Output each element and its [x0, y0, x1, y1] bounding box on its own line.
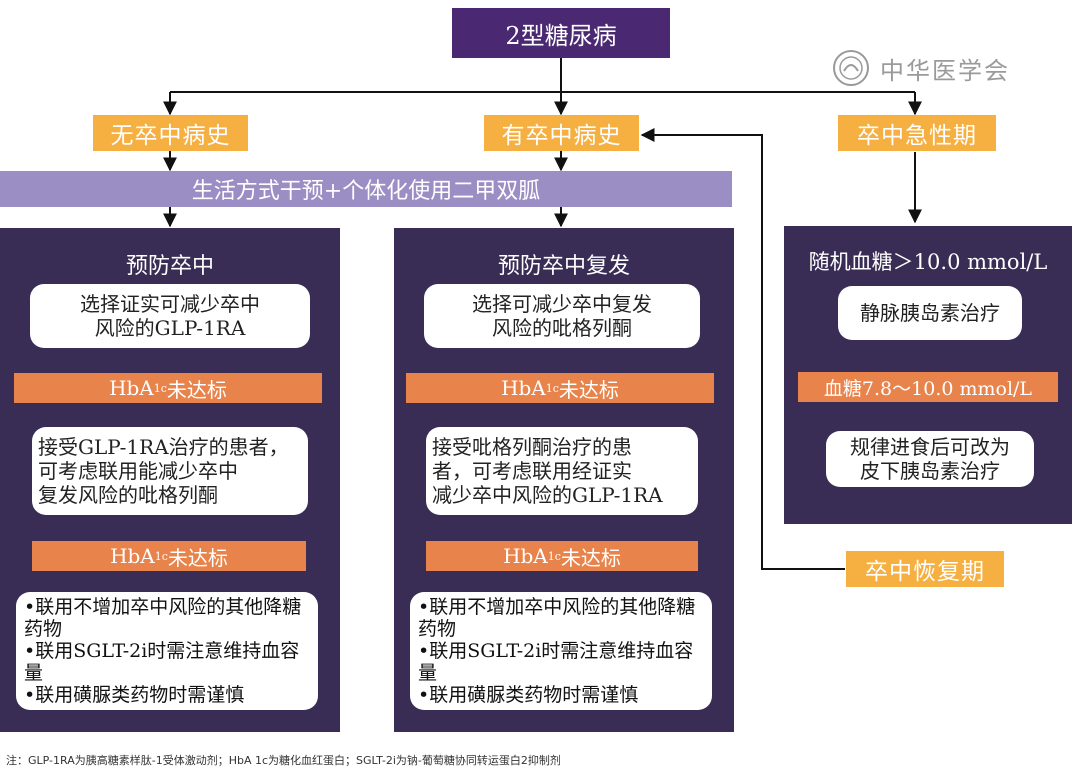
right-range-bar: 血糖7.8～10.0 mmol/L [798, 372, 1058, 402]
lifestyle-bar: 生活方式干预+个体化使用二甲双胍 [0, 171, 732, 207]
hba-label: HbA [503, 544, 548, 568]
mid-list: •联用不增加卒中风险的其他降糖药物 •联用SGLT-2i时需注意维持血容量 •联… [410, 592, 712, 710]
watermark-text: 中华医学会 [880, 56, 1010, 85]
hba-tail: 未达标 [167, 545, 228, 570]
no-stroke-history-box: 无卒中病史 [93, 115, 248, 151]
left-box2-line2: 可考虑联用能减少卒中 [38, 459, 238, 483]
hba-tail: 未达标 [166, 377, 227, 402]
right-box1: 静脉胰岛素治疗 [838, 286, 1022, 340]
diagnosis-box: 2型糖尿病 [452, 8, 670, 58]
stroke-history-box: 有卒中病史 [484, 115, 639, 151]
left-box2-line3: 复发风险的吡格列酮 [38, 483, 218, 507]
list-item: •联用SGLT-2i时需注意维持血容量 [418, 640, 694, 684]
list-item: •联用SGLT-2i时需注意维持血容量 [24, 640, 300, 684]
mid-box2-line3: 减少卒中风险的GLP-1RA [432, 483, 663, 507]
list-item: •联用不增加卒中风险的其他降糖药物 [418, 596, 696, 640]
hba-sub: 1c [153, 381, 167, 395]
mid-box1-line2: 风险的吡格列酮 [492, 316, 632, 340]
acute-stroke-box: 卒中急性期 [838, 115, 996, 151]
hba-sub: 1c [545, 381, 559, 395]
right-panel-title: 随机血糖＞10.0 mmol/L [808, 250, 1048, 274]
seal-icon [833, 50, 869, 86]
left-box1: 选择证实可减少卒中 风险的GLP-1RA [30, 284, 310, 348]
left-box2-line1: 接受GLP-1RA治疗的患者， [38, 435, 289, 459]
hba-label: HbA [501, 376, 546, 400]
mid-box2: 接受吡格列酮治疗的患 者，可考虑联用经证实 减少卒中风险的GLP-1RA [426, 427, 698, 515]
hba-tail: 未达标 [560, 545, 621, 570]
list-item: •联用磺脲类药物时需谨慎 [24, 684, 245, 706]
right-box2: 规律进食后可改为 皮下胰岛素治疗 [826, 431, 1034, 487]
right-box2-line2: 皮下胰岛素治疗 [860, 459, 1000, 483]
footnote: 注：GLP-1RA为胰高糖素样肽-1受体激动剂；HbA 1c为糖化血红蛋白；SG… [6, 754, 561, 767]
mid-box2-line2: 者，可考虑联用经证实 [432, 459, 632, 483]
left-box1-line2: 风险的GLP-1RA [94, 316, 246, 340]
mid-box1-line1: 选择可减少卒中复发 [472, 292, 652, 316]
left-box1-line1: 选择证实可减少卒中 [80, 292, 260, 316]
list-item: •联用不增加卒中风险的其他降糖药物 [24, 596, 302, 640]
hba-label: HbA [110, 544, 155, 568]
left-list: •联用不增加卒中风险的其他降糖药物 •联用SGLT-2i时需注意维持血容量 •联… [16, 592, 318, 710]
hba-sub: 1c [154, 549, 168, 563]
hba-tail: 未达标 [558, 377, 619, 402]
recovery-box: 卒中恢复期 [846, 551, 1004, 587]
watermark: 中华医学会 [832, 48, 1052, 88]
mid-box1: 选择可减少卒中复发 风险的吡格列酮 [424, 284, 700, 348]
right-box2-line1: 规律进食后可改为 [850, 435, 1010, 459]
list-item: •联用磺脲类药物时需谨慎 [418, 684, 639, 706]
left-panel-title: 预防卒中 [125, 254, 214, 279]
hba-sub: 1c [547, 549, 561, 563]
mid-box2-line1: 接受吡格列酮治疗的患 [432, 435, 632, 459]
left-box2: 接受GLP-1RA治疗的患者， 可考虑联用能减少卒中 复发风险的吡格列酮 [32, 427, 308, 515]
hba-label: HbA [109, 376, 154, 400]
mid-panel-title: 预防卒中复发 [497, 254, 630, 279]
